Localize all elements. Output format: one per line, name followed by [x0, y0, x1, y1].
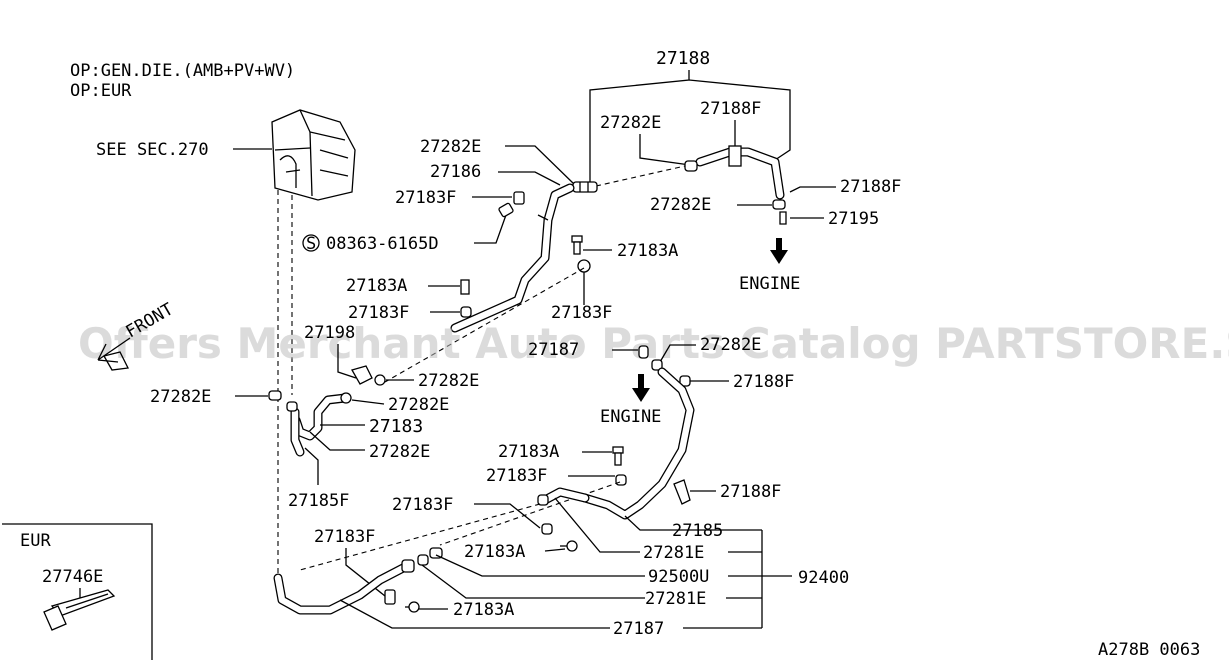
part-27198: 27198 — [304, 323, 355, 343]
part-27282E-e: 27282E — [700, 335, 761, 355]
engine-arrow-mid — [632, 374, 650, 402]
bolt-27183A-d — [560, 540, 578, 552]
engine-label-mid: ENGINE — [600, 407, 661, 427]
bolt-27183A-b — [571, 235, 583, 255]
see-sec-label: SEE SEC.270 — [96, 140, 209, 160]
connector-27198 — [351, 365, 386, 386]
option-gen-die: ΟP:GEN.DIE.(AMB+PV+WV) — [70, 61, 295, 81]
bolt-27183A-e — [405, 601, 420, 613]
part-27183A-c: 27183A — [498, 442, 559, 462]
part-27282E-g: 27282E — [388, 395, 449, 415]
part-27187-a: 27187 — [528, 340, 579, 360]
part-27281E-a: 27281E — [643, 543, 704, 563]
part-27183A-a: 27183A — [346, 276, 407, 296]
part-27183F-e: 27183F — [392, 495, 453, 515]
part-27188F-d: 27188F — [720, 482, 781, 502]
part-27186: 27186 — [430, 162, 481, 182]
part-27188F-b: 27188F — [840, 177, 901, 197]
part-27282E-d: 27282E — [418, 371, 479, 391]
part-27185F: 27185F — [288, 491, 349, 511]
part-27188: 27188 — [656, 48, 710, 69]
part-27185: 27185 — [672, 521, 723, 541]
part-92500U: 92500U — [648, 567, 709, 587]
inset-part-27746E: 27746E — [42, 567, 103, 587]
part-27183F-f: 27183F — [314, 527, 375, 547]
part-27282E-f: 27282E — [150, 387, 211, 407]
part-27188F-c: 27188F — [733, 372, 794, 392]
diagram-code: A278B 0063 — [1098, 640, 1200, 660]
eur-inset: EUR 27746E — [2, 523, 153, 660]
heater-unit — [271, 109, 356, 201]
part-27183A-b: 27183A — [617, 241, 678, 261]
part-27281E-b: 27281E — [645, 589, 706, 609]
front-arrow — [97, 337, 131, 371]
part-27282E-a: 27282E — [600, 113, 661, 133]
part-27282E-b: 27282E — [420, 137, 481, 157]
part-27183A-d: 27183A — [464, 542, 525, 562]
part-27188F-a: 27188F — [700, 99, 761, 119]
part-27195: 27195 — [828, 209, 879, 229]
part-27187-b: 27187 — [613, 619, 664, 639]
clamp-27282E — [572, 181, 598, 193]
part-27183F-a: 27183F — [395, 188, 456, 208]
engine-arrow-top — [770, 238, 788, 264]
part-27183F-c: 27183F — [551, 303, 612, 323]
part-27183F-d: 27183F — [486, 466, 547, 486]
inset-title: EUR — [20, 531, 51, 551]
part-27183F-b: 27183F — [348, 303, 409, 323]
screw-symbol: S — [306, 234, 316, 254]
part-27183: 27183 — [369, 416, 423, 437]
part-08363-6165D: 08363-6165D — [326, 234, 439, 254]
part-92400: 92400 — [798, 568, 849, 588]
option-eur: ΟP:EUR — [70, 81, 132, 101]
part-27282E-h: 27282E — [369, 442, 430, 462]
engine-label-top: ENGINE — [739, 274, 800, 294]
part-27183A-e: 27183A — [453, 600, 514, 620]
part-27282E-c: 27282E — [650, 195, 711, 215]
bolt-27183A-c — [612, 446, 624, 466]
